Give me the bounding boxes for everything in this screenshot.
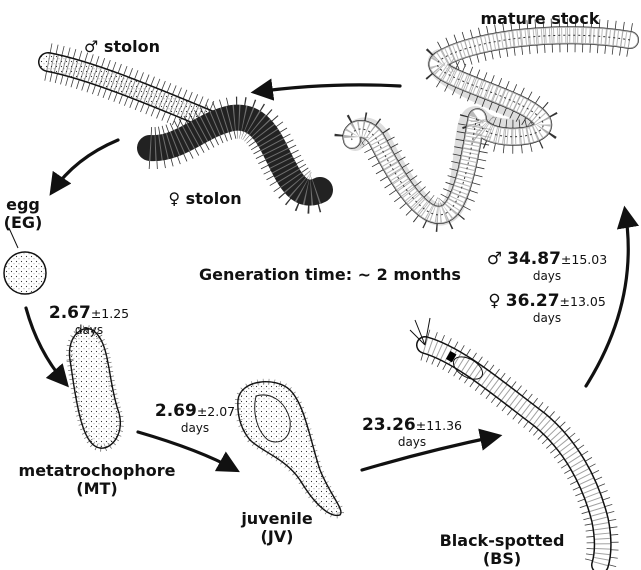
mature-stock-label: mature stock bbox=[472, 10, 608, 28]
arrow-mature-to-stolon bbox=[255, 85, 400, 92]
duration-mt-jv: 2.69±2.07 days bbox=[140, 402, 250, 435]
juvenile-label: juvenile (JV) bbox=[222, 510, 332, 547]
arrow-stolon-to-egg bbox=[52, 140, 118, 192]
male-stolon-illustration bbox=[48, 62, 210, 120]
duration-jv-bs: 23.26±11.36 days bbox=[350, 416, 474, 449]
juvenile-illustration bbox=[238, 382, 341, 516]
metatrochophore-illustration bbox=[69, 329, 120, 449]
female-stolon-label: ♀ stolon bbox=[148, 190, 262, 208]
egg-illustration bbox=[4, 228, 46, 294]
black-spotted-label: Black-spotted (BS) bbox=[422, 532, 582, 569]
mature-stock-illustration bbox=[351, 35, 630, 215]
egg-label: egg (EG) bbox=[0, 196, 50, 233]
duration-bs-female: ♀ 36.27±13.05 days bbox=[482, 292, 612, 325]
metatrochophore-label: metatrochophore (MT) bbox=[0, 462, 202, 499]
duration-bs-male: ♂ 34.87±15.03 days bbox=[482, 250, 612, 283]
generation-time-label: Generation time: ~ 2 months bbox=[190, 266, 470, 284]
male-stolon-label: ♂ stolon bbox=[66, 38, 178, 56]
female-stolon-illustration bbox=[150, 118, 320, 193]
duration-eg-mt: 2.67±1.25 days bbox=[34, 304, 144, 337]
